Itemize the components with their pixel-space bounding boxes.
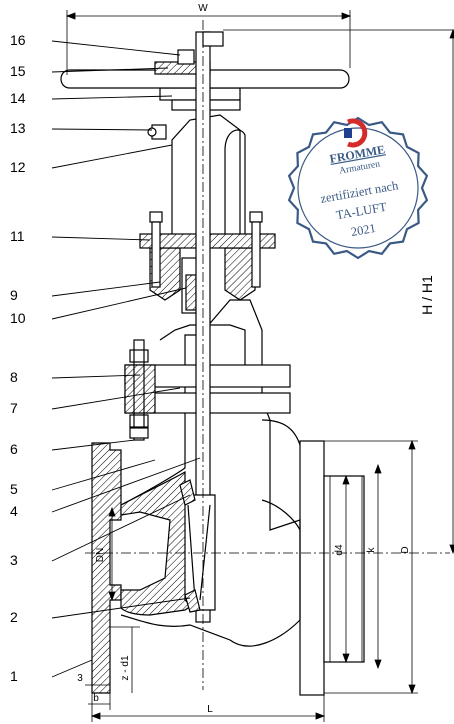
center-lines	[85, 20, 450, 690]
dim-dn: DN	[95, 548, 106, 562]
callout-leader-7	[51, 387, 181, 410]
dim-f: 3	[77, 673, 83, 684]
callout-leader-5	[51, 459, 156, 491]
certification-seal: FROMME Armaturen zertifiziert nach TA-LU…	[287, 116, 429, 260]
valve-body	[60, 31, 365, 696]
callout-leader-3	[51, 494, 191, 562]
callout-number-10: 10	[10, 310, 26, 326]
dim-d4: d4	[334, 544, 345, 556]
seal-outline	[287, 116, 429, 260]
callout-leader-12	[51, 144, 173, 169]
callout-leader-6	[51, 439, 136, 451]
fromme-logo	[344, 118, 368, 148]
callout-number-11: 11	[10, 228, 25, 244]
body-shell	[120, 299, 301, 647]
seal-year: 2021	[350, 221, 377, 239]
callout-number-2: 2	[10, 609, 18, 625]
left-flange	[91, 442, 122, 694]
dim-b: b	[93, 693, 99, 704]
callout-number-9: 9	[10, 287, 18, 303]
gland-bolts	[149, 211, 263, 288]
callout-leader-14	[51, 95, 173, 100]
callout-number-1: 1	[10, 668, 18, 684]
callout-number-7: 7	[10, 400, 18, 416]
callout-number-8: 8	[10, 369, 18, 385]
dim-k: k	[366, 547, 377, 553]
callout-leader-10	[51, 287, 187, 320]
callout-number-12: 12	[10, 159, 26, 175]
callout-leader-15	[51, 67, 169, 73]
callout-leader-11	[51, 236, 151, 241]
dim-l: L	[207, 704, 213, 715]
callout-number-14: 14	[10, 90, 26, 106]
callout-number-5: 5	[10, 481, 18, 497]
callout-number-6: 6	[10, 441, 18, 457]
callout-layer: 16 15 14 13 12 11 9 10 8 7 6 5 4 3 2 1	[10, 32, 201, 684]
callout-leader-1	[51, 659, 93, 678]
callout-leader-2	[51, 597, 191, 619]
dim-zd1: z - d1	[120, 655, 131, 680]
right-flange	[299, 440, 325, 696]
callout-number-13: 13	[10, 120, 26, 136]
bonnet-bolts	[129, 339, 149, 441]
dimension-lines	[65, 10, 454, 722]
callout-number-3: 3	[10, 552, 18, 568]
callout-leader-8	[51, 374, 141, 379]
callout-leader-16	[51, 40, 181, 56]
dim-h: H / H1	[419, 275, 435, 315]
callout-leader-9	[51, 281, 161, 297]
callout-number-4: 4	[10, 503, 18, 519]
callout-number-15: 15	[10, 63, 26, 79]
callout-number-16: 16	[10, 32, 26, 48]
dim-w: W	[198, 3, 208, 14]
callout-leader-13	[51, 128, 153, 131]
callout-leader-4	[51, 457, 201, 513]
dim-d: D	[400, 546, 411, 553]
